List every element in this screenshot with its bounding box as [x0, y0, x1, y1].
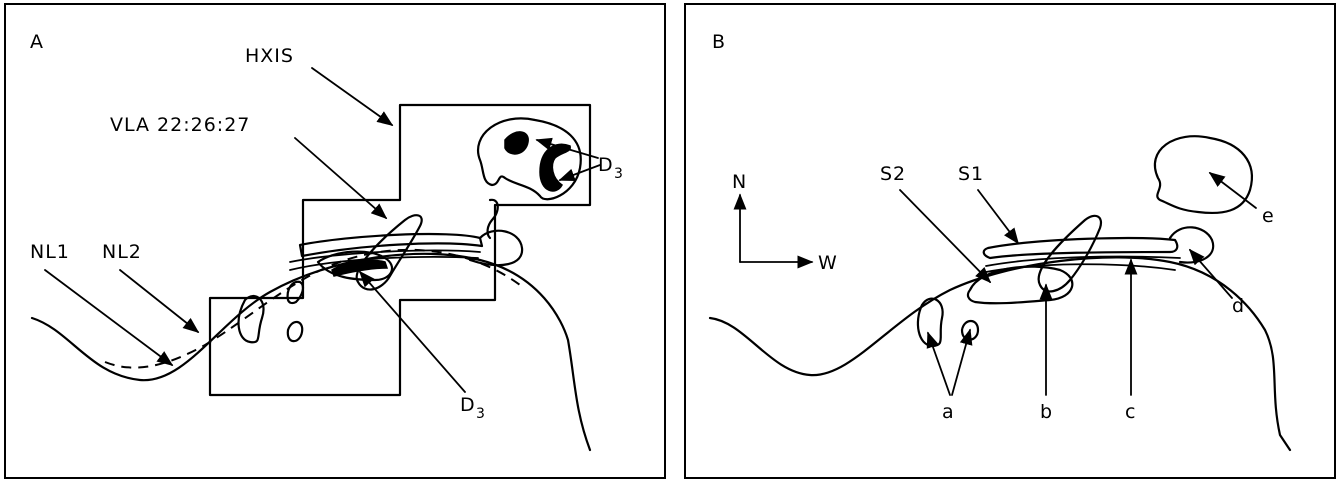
- arrow-a-2: [951, 328, 973, 396]
- hxis-label: HXIS: [245, 45, 294, 67]
- panel-a-border: [4, 3, 666, 479]
- s1-label: S1: [958, 163, 984, 185]
- contour-small-2: [286, 320, 304, 343]
- nl2-dashed-line: [104, 248, 521, 369]
- s2-label: S2: [880, 163, 906, 185]
- label-c: c: [1125, 401, 1136, 423]
- nl1-solid-line: [30, 252, 592, 452]
- compass-north-label: N: [732, 171, 747, 193]
- d3-label-bottom: D: [460, 394, 476, 416]
- label-a: a: [942, 401, 955, 423]
- d3-arrow-top-1: [535, 137, 599, 159]
- contour-ne-region: [477, 117, 582, 201]
- d3-arrow-bottom: [358, 270, 466, 393]
- arrow-a-1: [926, 331, 951, 396]
- vla-source-lower: [316, 250, 394, 282]
- s2-arrow: [899, 189, 992, 284]
- d3-kernel-ne-2: [539, 143, 571, 192]
- panel-b: B N W S1 S2 d e a b: [684, 3, 1336, 479]
- label-b: b: [1040, 401, 1053, 423]
- d3-arrow-top-2: [558, 164, 601, 181]
- contour-small-1: [237, 294, 265, 344]
- contour-e: [1153, 135, 1253, 215]
- compass-west-label: W: [818, 252, 838, 274]
- vla-arrow: [294, 137, 388, 220]
- panel-b-border: [684, 3, 1336, 479]
- contour-a-1: [916, 297, 944, 348]
- loop-upper: [298, 232, 484, 258]
- source-b-contour: [1037, 214, 1103, 293]
- panel-a: A HXIS VLA 22:26:27 D 3: [4, 3, 666, 479]
- contour-small-3: [286, 280, 305, 305]
- contour-upper-right-stem: [486, 198, 499, 240]
- panel-b-label: B: [712, 31, 726, 53]
- contour-right-lobe: [468, 229, 524, 267]
- panel-a-label: A: [30, 31, 44, 53]
- nl1-arrow: [44, 269, 174, 366]
- s1-arrow: [977, 189, 1019, 245]
- d3-label-bottom-subscript: 3: [476, 406, 486, 422]
- d3-label-top-subscript: 3: [614, 166, 624, 182]
- d3-kernel-center: [331, 259, 389, 277]
- limb-line-b: [708, 256, 1292, 452]
- arrow-d: [1188, 248, 1233, 299]
- arrow-e: [1208, 172, 1257, 209]
- loop-mid: [289, 249, 481, 263]
- s1-loop: [982, 236, 1179, 260]
- vla-label: VLA 22:26:27: [110, 114, 250, 136]
- d3-kernel-ne-1: [504, 131, 529, 155]
- label-d: d: [1232, 295, 1245, 317]
- label-e: e: [1262, 205, 1275, 227]
- hxis-fov-outline: [208, 103, 592, 397]
- nl2-label: NL2: [102, 241, 142, 263]
- s2-contour: [966, 265, 1074, 305]
- nl2-arrow: [119, 269, 200, 334]
- hxis-arrow: [311, 67, 394, 126]
- vla-source-contour: [355, 214, 423, 291]
- s1-inner-line-1: [985, 255, 1181, 267]
- d3-label-top: D: [598, 154, 614, 176]
- nl1-label: NL1: [30, 241, 70, 263]
- loop-low: [289, 256, 479, 271]
